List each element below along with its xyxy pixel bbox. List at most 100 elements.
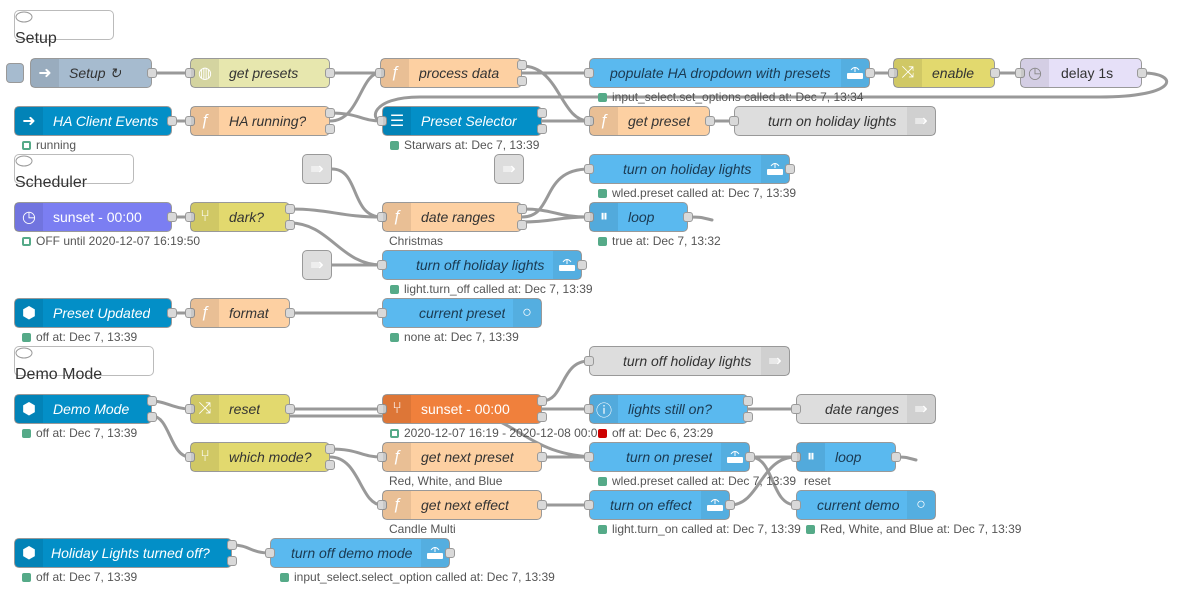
input-port[interactable]	[185, 116, 195, 126]
turn-off-demo-node[interactable]: turn off demo mode	[265, 538, 455, 568]
loop-node-1[interactable]: ⏸ loop	[584, 202, 693, 232]
input-port[interactable]	[377, 404, 387, 414]
output-port[interactable]	[325, 108, 335, 118]
input-port[interactable]	[791, 452, 801, 462]
inject-button[interactable]	[6, 63, 24, 83]
output-port[interactable]	[167, 308, 177, 318]
loop-node-2[interactable]: ⏸ loop	[791, 442, 901, 472]
input-port[interactable]	[377, 212, 387, 222]
get-preset-node[interactable]: ƒ get preset	[584, 106, 715, 136]
output-port[interactable]	[537, 396, 547, 406]
output-port[interactable]	[1137, 68, 1147, 78]
output-port[interactable]	[227, 540, 237, 550]
output-port[interactable]	[683, 212, 693, 222]
input-port[interactable]	[377, 260, 387, 270]
turn-off-holiday-service-node[interactable]: turn off holiday lights	[377, 250, 587, 280]
input-port[interactable]	[185, 452, 195, 462]
input-port[interactable]	[377, 452, 387, 462]
input-port[interactable]	[185, 308, 195, 318]
sunset-node-1[interactable]: ◷ sunset - 00:00	[14, 202, 177, 232]
input-port[interactable]	[584, 452, 594, 462]
output-port[interactable]	[325, 444, 335, 454]
output-port[interactable]	[537, 500, 547, 510]
link-in-node[interactable]: ⇛	[494, 154, 524, 184]
turn-on-effect-node[interactable]: turn on effect	[584, 490, 735, 520]
output-port[interactable]	[537, 412, 547, 422]
input-port[interactable]	[729, 116, 739, 126]
output-port[interactable]	[285, 220, 295, 230]
output-port[interactable]	[167, 212, 177, 222]
input-port[interactable]	[185, 68, 195, 78]
populate-dropdown-node[interactable]: populate HA dropdown with presets	[584, 58, 875, 88]
setup-inject-node[interactable]: ➜ Setup ↻	[6, 58, 157, 88]
input-port[interactable]	[584, 68, 594, 78]
output-port[interactable]	[285, 404, 295, 414]
output-port[interactable]	[147, 396, 157, 406]
sunset-node-2[interactable]: ⑂ sunset - 00:00	[377, 394, 547, 424]
format-node[interactable]: ƒ format	[185, 298, 295, 328]
input-port[interactable]	[185, 404, 195, 414]
input-port[interactable]	[791, 500, 801, 510]
input-port[interactable]	[584, 116, 594, 126]
output-port[interactable]	[725, 500, 735, 510]
enable-node[interactable]: ⤨ enable	[888, 58, 1000, 88]
comment-setup[interactable]: Setup	[14, 10, 114, 47]
input-port[interactable]	[888, 68, 898, 78]
output-port[interactable]	[517, 60, 527, 70]
output-port[interactable]	[167, 116, 177, 126]
output-port[interactable]	[517, 204, 527, 214]
output-port[interactable]	[537, 452, 547, 462]
output-port[interactable]	[577, 260, 587, 270]
output-port[interactable]	[517, 76, 527, 86]
input-port[interactable]	[1015, 68, 1025, 78]
demo-mode-node[interactable]: ⬢ Demo Mode	[14, 394, 157, 424]
current-demo-node[interactable]: current demo ○	[791, 490, 936, 520]
output-port[interactable]	[785, 164, 795, 174]
input-port[interactable]	[584, 356, 594, 366]
input-port[interactable]	[584, 404, 594, 414]
output-port[interactable]	[147, 412, 157, 422]
output-port[interactable]	[743, 412, 753, 422]
which-mode-node[interactable]: ⑂ which mode?	[185, 442, 335, 472]
output-port[interactable]	[227, 556, 237, 566]
output-port[interactable]	[537, 108, 547, 118]
input-port[interactable]	[584, 164, 594, 174]
input-port[interactable]	[584, 212, 594, 222]
turn-on-preset-node[interactable]: turn on preset	[584, 442, 755, 472]
output-port[interactable]	[745, 452, 755, 462]
output-port[interactable]	[990, 68, 1000, 78]
output-port[interactable]	[325, 68, 335, 78]
ha-running-node[interactable]: ƒ HA running?	[185, 106, 335, 136]
get-next-effect-node[interactable]: ƒ get next effect	[377, 490, 547, 520]
link-in-node[interactable]: ⇛	[302, 250, 332, 280]
ha-client-events-node[interactable]: ➜ HA Client Events	[14, 106, 177, 136]
dark-switch-node[interactable]: ⑂ dark?	[185, 202, 295, 232]
output-port[interactable]	[325, 124, 335, 134]
process-data-node[interactable]: ƒ process data	[375, 58, 527, 88]
lights-still-on-node[interactable]: ⓘ lights still on?	[584, 394, 753, 424]
input-port[interactable]	[584, 500, 594, 510]
preset-selector-node[interactable]: ☰ Preset Selector	[377, 106, 547, 136]
output-port[interactable]	[325, 460, 335, 470]
comment-scheduler[interactable]: Scheduler	[14, 154, 134, 191]
input-port[interactable]	[791, 404, 801, 414]
current-preset-node[interactable]: current preset ○	[377, 298, 542, 328]
output-port[interactable]	[537, 124, 547, 134]
input-port[interactable]	[375, 68, 385, 78]
output-port[interactable]	[517, 220, 527, 230]
delay-node[interactable]: ◷ delay 1s	[1015, 58, 1147, 88]
input-port[interactable]	[265, 548, 275, 558]
date-ranges-node[interactable]: ƒ date ranges	[377, 202, 527, 232]
get-next-preset-node[interactable]: ƒ get next preset	[377, 442, 547, 472]
input-port[interactable]	[377, 500, 387, 510]
input-port[interactable]	[377, 308, 387, 318]
reset-node[interactable]: ⤨ reset	[185, 394, 295, 424]
input-port[interactable]	[377, 116, 387, 126]
link-in-node[interactable]: ⇛	[302, 154, 332, 184]
turn-on-holiday-service-node[interactable]: turn on holiday lights	[584, 154, 795, 184]
comment-demo-mode[interactable]: Demo Mode	[14, 346, 154, 383]
output-port[interactable]	[285, 308, 295, 318]
input-port[interactable]	[185, 212, 195, 222]
output-port[interactable]	[285, 204, 295, 214]
output-port[interactable]	[743, 396, 753, 406]
